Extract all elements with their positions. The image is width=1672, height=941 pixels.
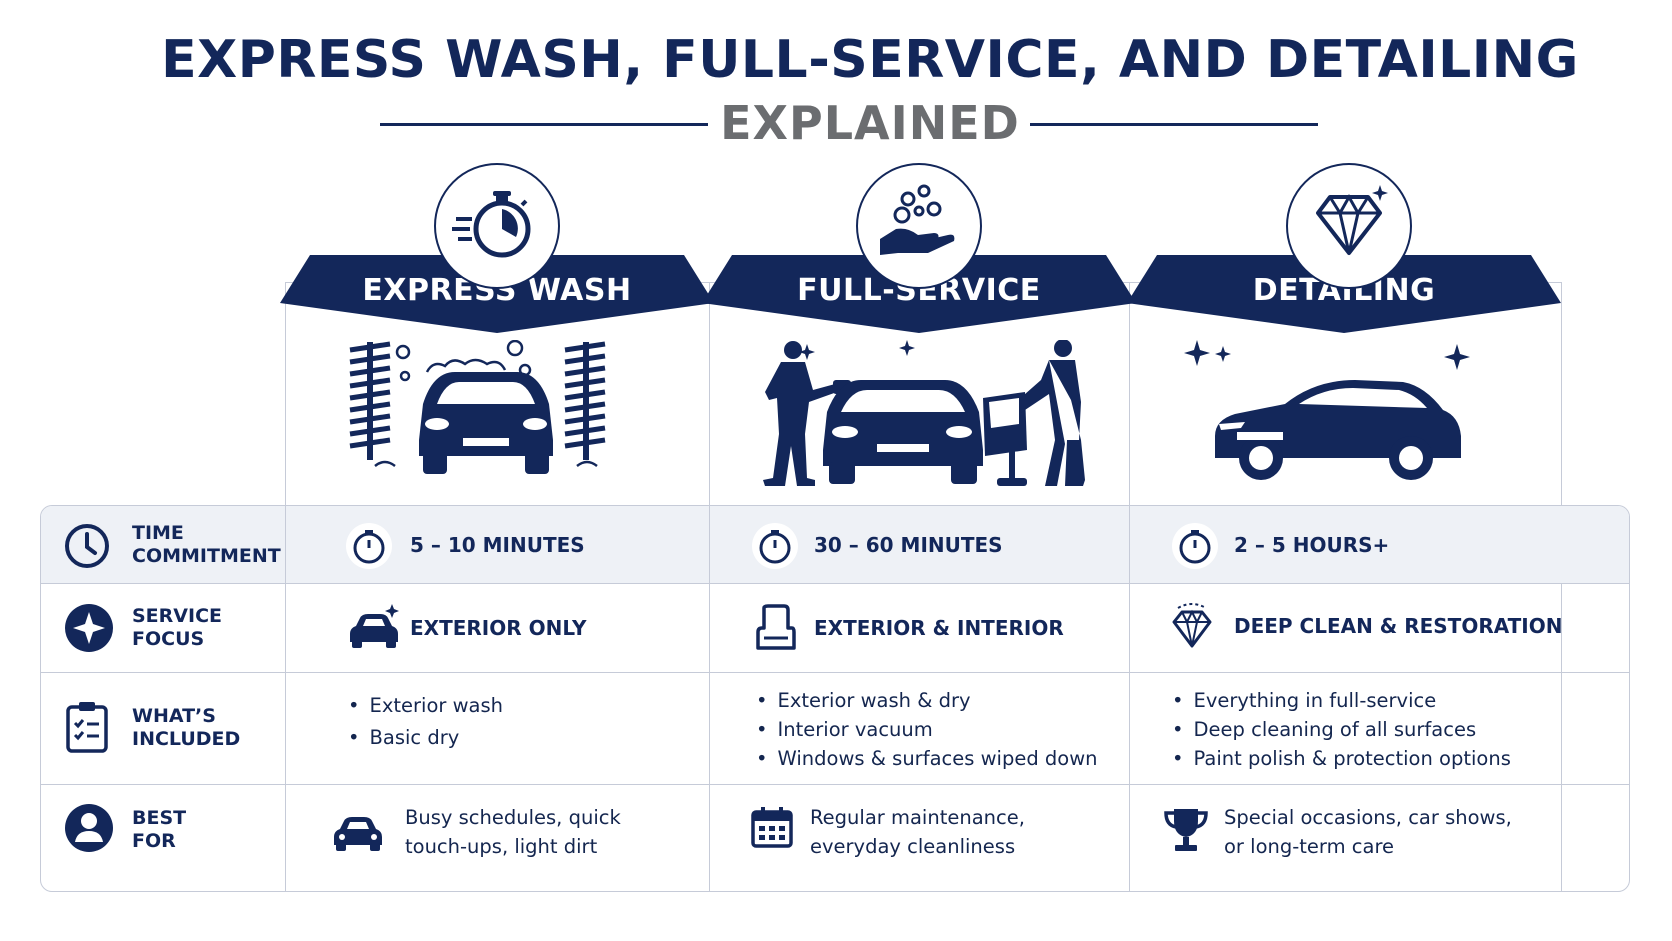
row-label-line: TIME <box>132 522 184 544</box>
column-header-express: EXPRESS WASH <box>280 255 714 333</box>
included-list: Exterior wash & dry Interior vacuum Wind… <box>756 686 1098 773</box>
table-row: TIME COMMITMENT 5 – 10 MINUTES 30 – 60 M… <box>41 506 1629 583</box>
clock-icon <box>65 524 109 568</box>
included-list: Everything in full-service Deep cleaning… <box>1172 686 1511 773</box>
best-for-line: everyday cleanliness <box>810 835 1016 858</box>
row-label-line: BEST <box>132 807 187 829</box>
table-row: SERVICE FOCUS EXTERIOR ONLY EXTERIOR & I… <box>41 583 1629 672</box>
calendar-icon <box>751 807 793 848</box>
stopwatch-icon <box>752 523 798 569</box>
best-for-line: Special occasions, car shows, <box>1224 806 1512 829</box>
row-label-line: FOCUS <box>132 628 205 650</box>
column-header-full: FULL-SERVICE <box>702 255 1136 333</box>
row-label-line: WHAT’S <box>132 705 216 727</box>
cell-included-express: Exterior wash Basic dry <box>286 673 710 784</box>
express-wash-illustration <box>345 339 645 505</box>
table-row: BEST FOR Busy schedules, quick touch-ups… <box>41 784 1629 891</box>
person-icon <box>65 804 113 852</box>
stopwatch-icon <box>434 163 560 289</box>
detailing-illustration <box>1175 340 1475 505</box>
list-item: Deep cleaning of all surfaces <box>1172 715 1511 744</box>
list-item: Windows & surfaces wiped down <box>756 744 1098 773</box>
list-item: Basic dry <box>348 722 503 754</box>
row-label-line: SERVICE <box>132 605 222 627</box>
stopwatch-icon <box>1172 523 1218 569</box>
row-label-cell: SERVICE FOCUS <box>41 584 286 672</box>
subtitle-right-rule <box>1030 123 1318 126</box>
checklist-icon <box>66 702 108 753</box>
row-label-included: WHAT’S INCLUDED <box>132 705 240 751</box>
row-label-cell: WHAT’S INCLUDED <box>41 673 286 784</box>
list-item: Exterior wash <box>348 690 504 722</box>
cell-focus-full: EXTERIOR & INTERIOR <box>710 584 1130 672</box>
page-title: EXPRESS WASH, FULL-SERVICE, AND DETAILIN… <box>161 30 1579 90</box>
cell-time-express: 5 – 10 MINUTES <box>286 506 710 583</box>
best-for-line: Regular maintenance, <box>810 806 1025 829</box>
cell-focus-detailing: DEEP CLEAN & RESTORATION <box>1130 584 1629 672</box>
time-value: 30 – 60 MINUTES <box>814 533 1003 557</box>
best-for-text: Busy schedules, quick touch-ups, light d… <box>405 803 621 861</box>
sparkle-icon <box>65 604 113 652</box>
cell-best-detailing: Special occasions, car shows, or long-te… <box>1130 785 1629 891</box>
row-label-best: BEST FOR <box>132 807 186 853</box>
full-service-illustration <box>745 339 1095 505</box>
hand-with-bubbles-icon <box>856 163 982 289</box>
list-item: Interior vacuum <box>756 715 1098 744</box>
included-list: Exterior wash Basic dry <box>348 690 504 754</box>
row-label-focus: SERVICE FOCUS <box>132 605 222 651</box>
car-icon <box>334 817 382 851</box>
subtitle-left-rule <box>380 123 708 126</box>
diamond-icon <box>1286 163 1412 289</box>
car-sparkle-icon <box>350 604 399 648</box>
diamond-sparkle-icon <box>1172 603 1212 648</box>
cell-included-detailing: Everything in full-service Deep cleaning… <box>1130 673 1629 784</box>
page-subtitle: EXPLAINED <box>720 96 1020 150</box>
focus-value: EXTERIOR & INTERIOR <box>814 616 1064 640</box>
cell-time-detailing: 2 – 5 HOURS+ <box>1130 506 1629 583</box>
list-item: Paint polish & protection options <box>1172 744 1511 773</box>
table-row: WHAT’S INCLUDED Exterior wash Basic dry … <box>41 672 1629 784</box>
cell-focus-express: EXTERIOR ONLY <box>286 584 710 672</box>
column-header-detailing: DETAILING <box>1127 255 1561 333</box>
row-label-line: FOR <box>132 830 176 852</box>
row-label-cell: TIME COMMITMENT <box>41 506 286 583</box>
cell-best-express: Busy schedules, quick touch-ups, light d… <box>286 785 710 891</box>
best-for-text: Special occasions, car shows, or long-te… <box>1224 803 1512 861</box>
best-for-line: Busy schedules, quick <box>405 806 621 829</box>
row-label-cell: BEST FOR <box>41 785 286 891</box>
time-value: 2 – 5 HOURS+ <box>1234 533 1390 557</box>
best-for-text: Regular maintenance, everyday cleanlines… <box>810 803 1025 861</box>
focus-value: EXTERIOR ONLY <box>410 616 587 640</box>
best-for-line: touch-ups, light dirt <box>405 835 598 858</box>
trophy-icon <box>1164 809 1208 851</box>
stopwatch-icon <box>346 523 392 569</box>
list-item: Everything in full-service <box>1172 686 1511 715</box>
comparison-table: TIME COMMITMENT 5 – 10 MINUTES 30 – 60 M… <box>40 505 1630 892</box>
time-value: 5 – 10 MINUTES <box>410 533 585 557</box>
car-seat-icon <box>756 604 796 650</box>
best-for-line: or long-term care <box>1224 835 1395 858</box>
cell-time-full: 30 – 60 MINUTES <box>710 506 1130 583</box>
subtitle-row: EXPLAINED <box>0 96 1672 152</box>
cell-best-full: Regular maintenance, everyday cleanlines… <box>710 785 1130 891</box>
row-label-line: INCLUDED <box>132 728 241 750</box>
row-label-time: TIME COMMITMENT <box>132 522 281 568</box>
cell-included-full: Exterior wash & dry Interior vacuum Wind… <box>710 673 1130 784</box>
row-label-line: COMMITMENT <box>132 545 281 567</box>
focus-value: DEEP CLEAN & RESTORATION <box>1234 614 1563 638</box>
list-item: Exterior wash & dry <box>756 686 1098 715</box>
